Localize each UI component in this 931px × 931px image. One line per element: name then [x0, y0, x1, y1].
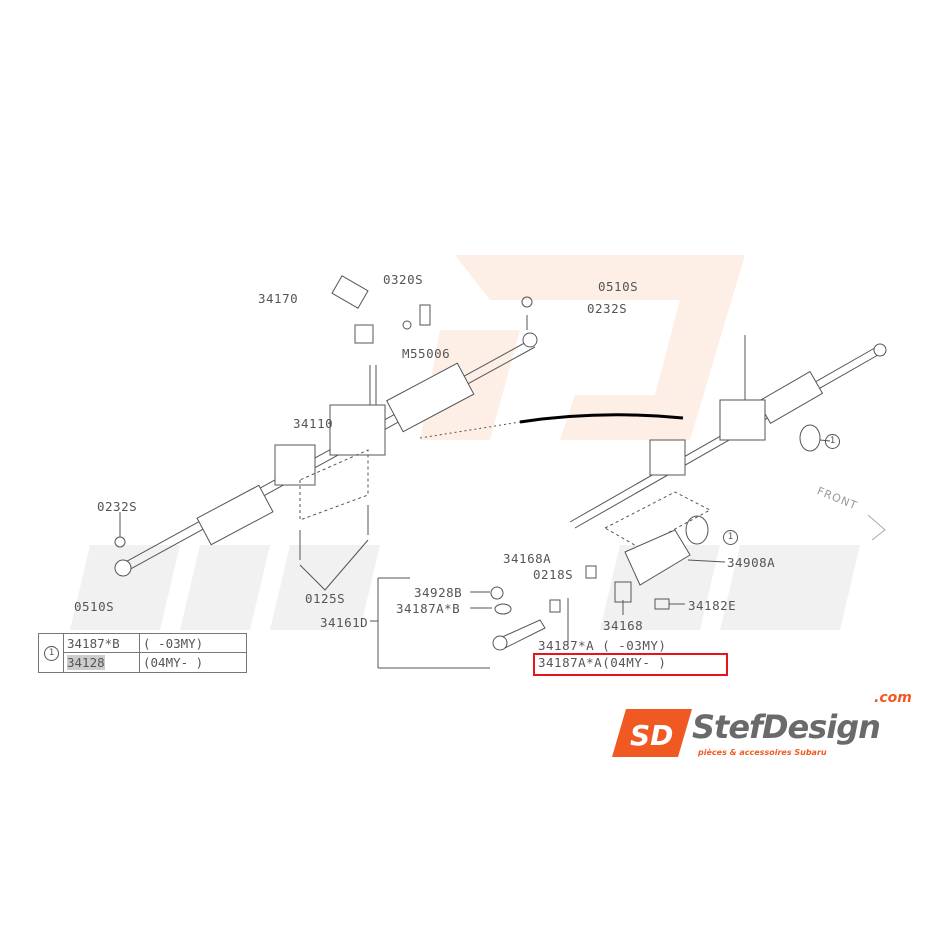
- label-0125S: 0125S: [305, 591, 346, 606]
- watermark-logo-shape: [455, 255, 745, 440]
- label-34928B: 34928B: [414, 585, 463, 600]
- label-34168: 34168: [603, 618, 644, 633]
- logo-name: StefDesign: [692, 708, 881, 746]
- label-34170: 34170: [258, 291, 299, 306]
- label-0510S-top: 0510S: [598, 279, 639, 294]
- label-34161D: 34161D: [320, 615, 369, 630]
- table-range: ( -03MY): [143, 636, 204, 651]
- label-0232S-top: 0232S: [587, 301, 628, 316]
- ref-marker-1: 1: [825, 434, 840, 449]
- table-part: 34128: [67, 655, 105, 670]
- label-0510S-left: 0510S: [74, 599, 115, 614]
- svg-text:SD: SD: [630, 719, 673, 752]
- label-34110: 34110: [293, 416, 334, 431]
- label-M55006: M55006: [402, 346, 451, 361]
- ref-marker-1: 1: [44, 646, 59, 661]
- table-part: 34187*B: [67, 636, 120, 651]
- label-0232S-left: 0232S: [97, 499, 138, 514]
- ref-marker-1: 1: [723, 530, 738, 545]
- label-34182E: 34182E: [688, 598, 737, 613]
- highlight-box: [533, 653, 728, 676]
- front-arrow-icon: [867, 514, 886, 541]
- sd-logo-mark-icon: SD: [612, 709, 692, 757]
- label-0218S: 0218S: [533, 567, 574, 582]
- watermark-graphic: [70, 255, 860, 630]
- label-34187AB: 34187A*B: [396, 601, 461, 616]
- label-34168A: 34168A: [503, 551, 552, 566]
- logo-tagline: pièces & accessoires Subaru: [698, 748, 827, 757]
- reference-table: 1 34187*B ( -03MY) 34128 (04MY- ): [38, 633, 247, 673]
- label-0320S: 0320S: [383, 272, 424, 287]
- label-34187A-A-new: 34187A*A(04MY- ): [538, 655, 667, 670]
- label-34187A-A-old: 34187*A ( -03MY): [538, 638, 667, 653]
- logo-domain: .com: [874, 690, 912, 706]
- label-34908A: 34908A: [727, 555, 776, 570]
- table-range: (04MY- ): [143, 655, 204, 670]
- stefdesign-logo: SD StefDesign .com pièces & accessoires …: [612, 690, 922, 765]
